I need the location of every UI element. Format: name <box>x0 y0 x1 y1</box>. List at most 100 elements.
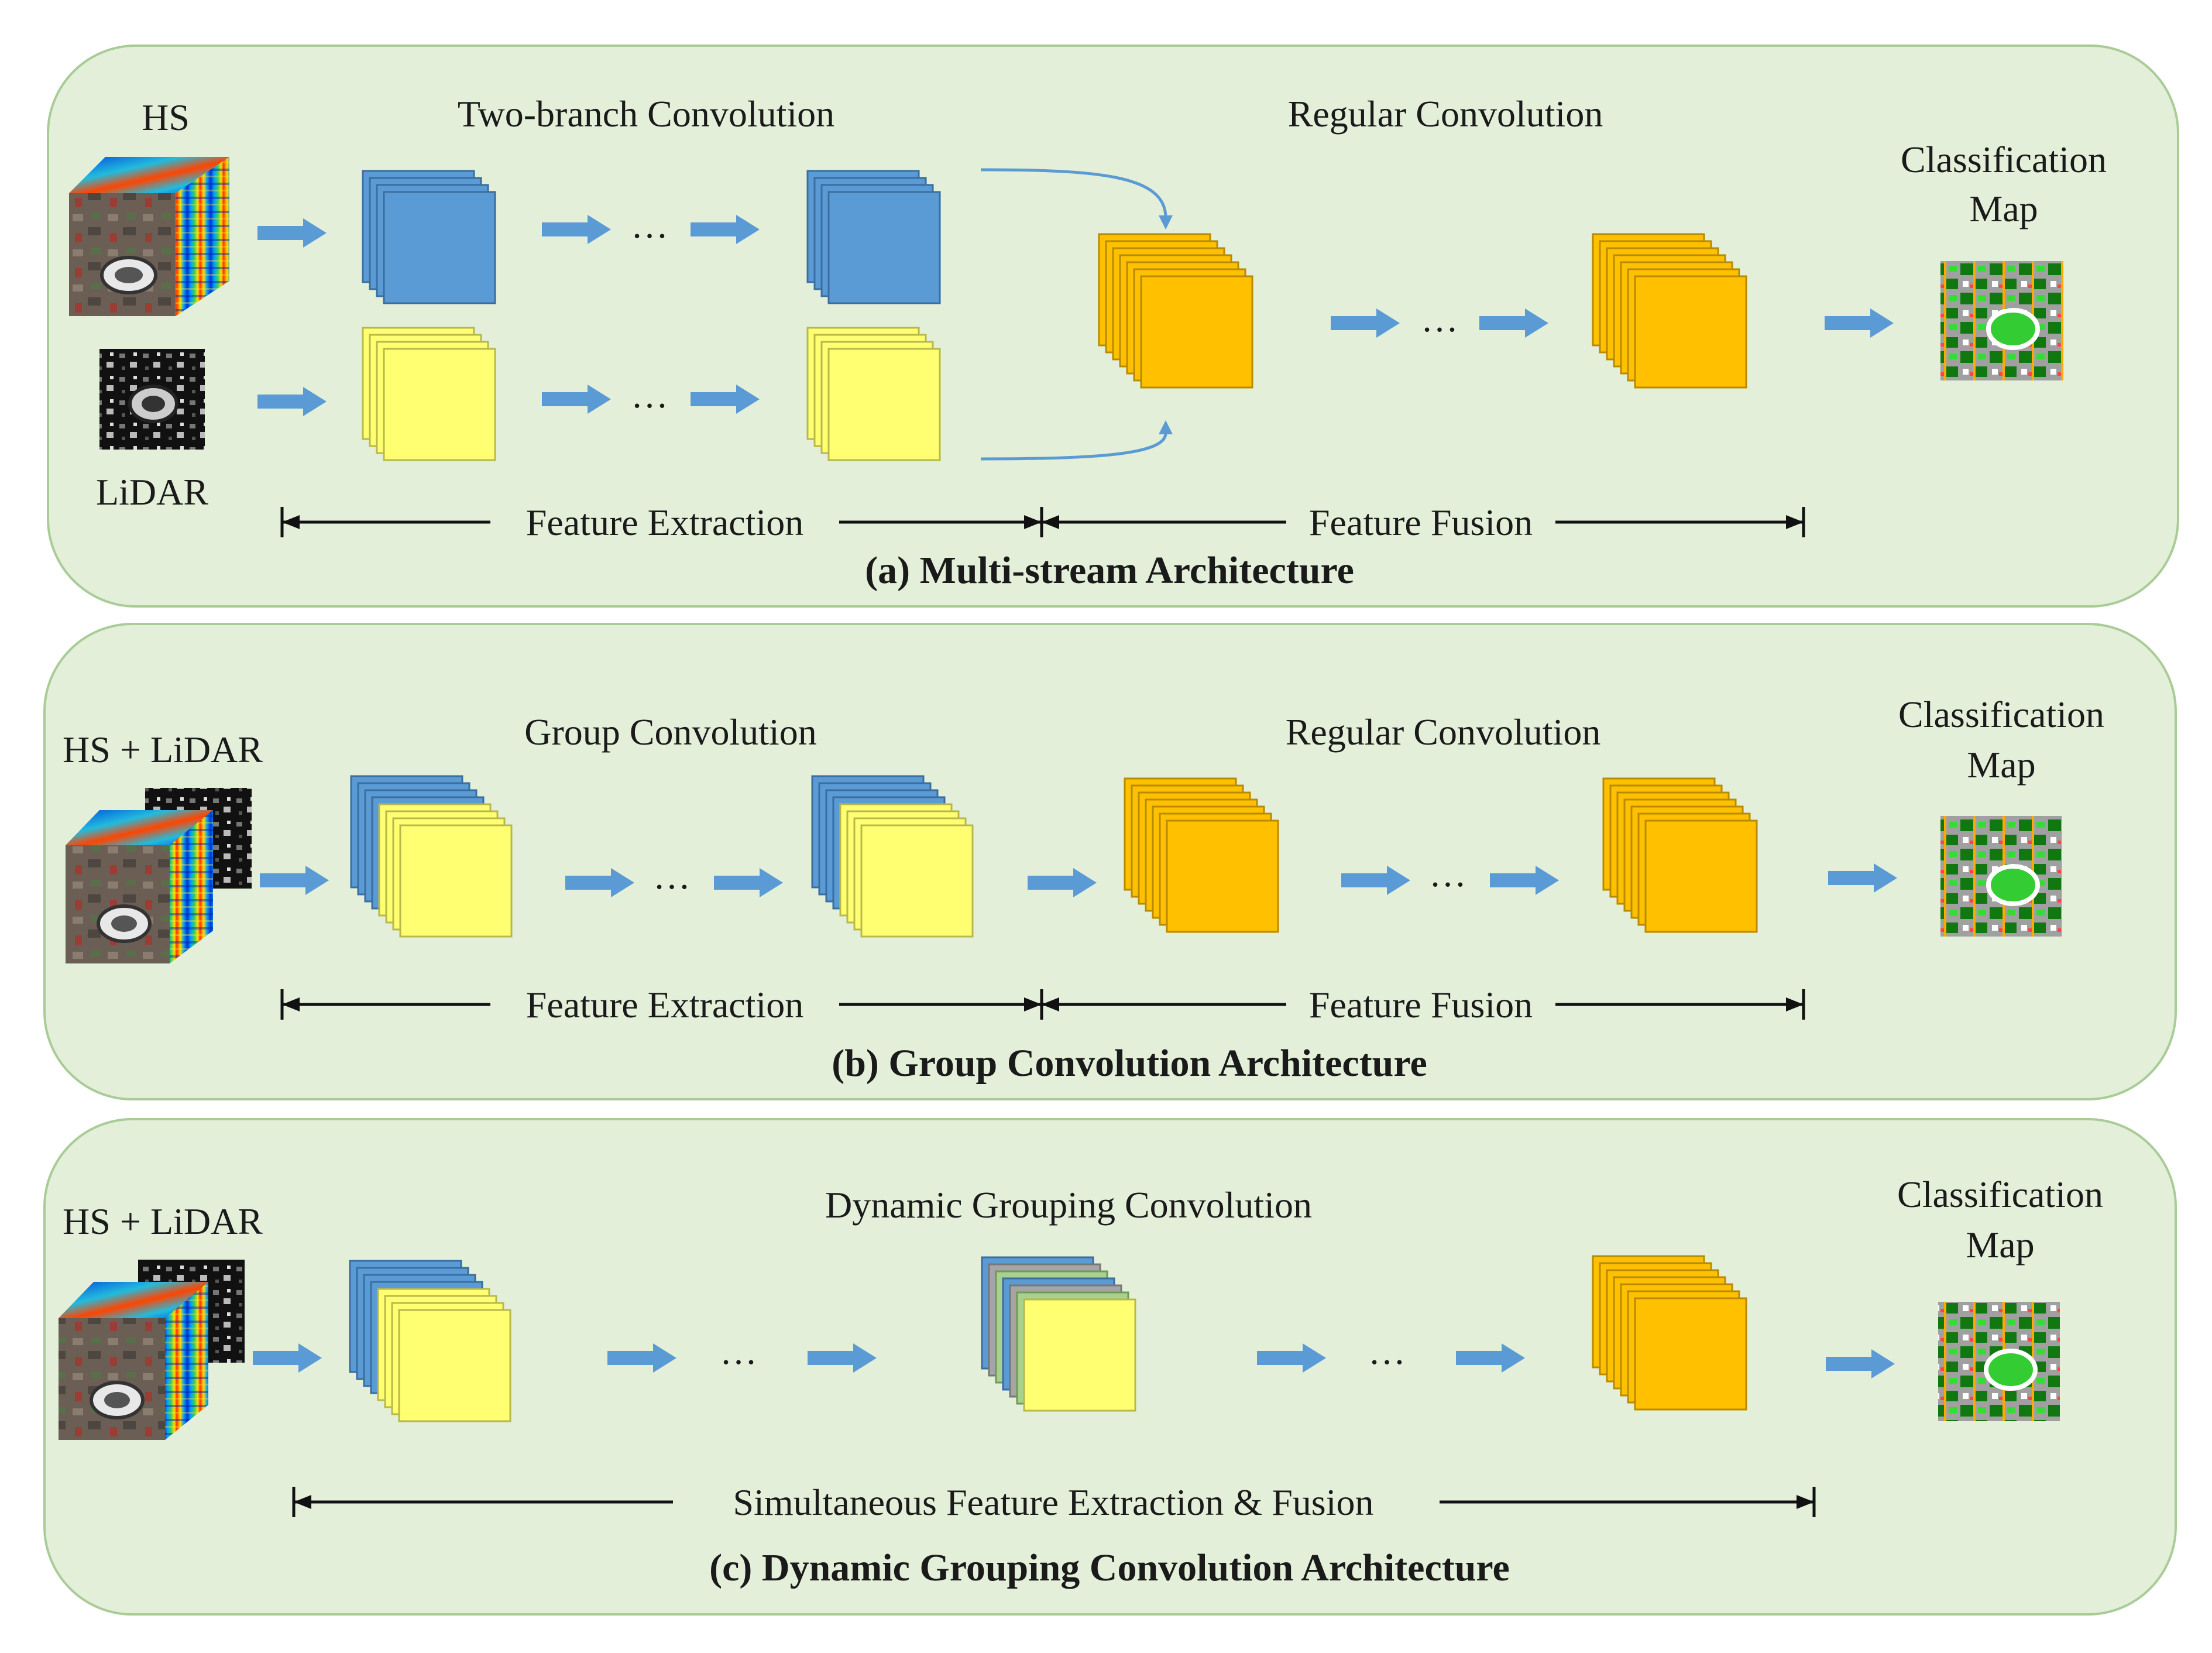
flow-arrow <box>607 1343 676 1373</box>
flow-arrow <box>1341 866 1410 895</box>
arrow-shape <box>714 868 783 897</box>
feature-map-layer <box>1634 275 1747 389</box>
flow-arrow <box>253 1343 322 1373</box>
simultaneous-span <box>292 1487 1816 1517</box>
arrow-shape <box>1456 1343 1525 1373</box>
classification-map-label-line2: Map <box>1967 744 2035 786</box>
flow-arrow <box>257 218 327 248</box>
feature-fusion-span <box>1040 989 1805 1020</box>
flow-arrow <box>691 215 760 244</box>
feature-map-layer <box>383 191 496 304</box>
merge-arrowhead-bottom <box>1159 420 1173 434</box>
classification-map-label-line1: Classification <box>1901 139 2107 180</box>
fused-feature-stack <box>1592 1255 1747 1411</box>
arrow-shape <box>542 215 611 244</box>
arrow-shape <box>1257 1343 1326 1373</box>
hs-feature-stack-2 <box>806 170 941 304</box>
lidar-input-label: LiDAR <box>96 471 208 513</box>
simultaneous-feature-extraction-fusion-label: Simultaneous Feature Extraction & Fusion <box>733 1481 1374 1523</box>
span-arrowhead <box>282 515 300 529</box>
feature-fusion-label: Feature Fusion <box>1309 502 1533 543</box>
classification-map-label-line1: Classification <box>1898 694 2104 735</box>
fused-feature-stack-1 <box>1098 233 1253 389</box>
group-feature-stack-1 <box>349 1260 511 1422</box>
feature-extraction-label: Feature Extraction <box>526 984 803 1026</box>
arrow-shape <box>607 1343 676 1373</box>
hs-cube-icon <box>69 157 229 316</box>
flow-arrow <box>260 866 329 895</box>
flow-arrow <box>542 215 611 244</box>
merge-arrow-top <box>980 168 1167 218</box>
classification-map-label-line2: Map <box>1969 188 2038 229</box>
arrow-shape <box>691 215 760 244</box>
arrow-shape <box>808 1343 877 1373</box>
hs-lidar-cube-icon <box>59 1260 245 1440</box>
flow-arrow <box>542 385 611 414</box>
hs-lidar-input-label: HS + LiDAR <box>63 729 263 770</box>
classification-map-label-line1: Classification <box>1897 1174 2103 1215</box>
hs-input-label: HS <box>142 97 190 138</box>
span-arrowhead <box>1024 515 1042 529</box>
flow-arrow <box>257 387 327 416</box>
ellipsis: … <box>1421 298 1458 339</box>
arrow-shape <box>1490 866 1559 895</box>
feature-fusion-span <box>1040 507 1805 537</box>
classification-map-icon <box>1938 1302 2060 1421</box>
arrow-shape <box>253 1343 322 1373</box>
panel-c-caption: (c) Dynamic Grouping Convolution Archite… <box>709 1546 1510 1589</box>
ellipsis: … <box>653 855 691 897</box>
feature-map-layer <box>1023 1298 1136 1412</box>
panel-b-caption: (b) Group Convolution Architecture <box>832 1042 1427 1085</box>
regular-convolution-title: Regular Convolution <box>1286 711 1601 753</box>
feature-map-layer <box>1644 819 1758 933</box>
arrow-shape <box>542 385 611 414</box>
feature-map-layer <box>1634 1297 1747 1411</box>
arrow-shape <box>1331 308 1400 338</box>
regular-convolution-title: Regular Convolution <box>1288 93 1603 135</box>
hs-feature-stack-1 <box>362 170 496 304</box>
arrow-shape <box>1828 863 1897 893</box>
feature-fusion-label: Feature Fusion <box>1309 984 1533 1026</box>
arrow-shape <box>260 866 329 895</box>
fused-feature-stack-2 <box>1602 777 1758 933</box>
lidar-image-icon <box>99 349 205 450</box>
feature-map-layer <box>860 824 974 938</box>
feature-map-layer <box>827 348 941 461</box>
span-arrowhead <box>1042 515 1059 529</box>
arrow-shape <box>1825 308 1894 338</box>
feature-map-layer <box>1166 819 1279 933</box>
arrow-shape <box>1479 308 1548 338</box>
dynamic-grouping-convolution-title: Dynamic Grouping Convolution <box>825 1184 1312 1226</box>
lidar-feature-stack-1 <box>362 327 496 461</box>
arrow-shape <box>565 868 634 897</box>
flow-arrow <box>1825 308 1894 338</box>
flow-arrow <box>691 385 760 414</box>
panel-b-background <box>43 623 2177 1100</box>
ellipsis: … <box>631 204 668 246</box>
feature-map-layer <box>383 348 496 461</box>
arrow-shape <box>1341 866 1410 895</box>
panel-b: HS + LiDAR Group Convolution Regular Con… <box>43 623 2177 1100</box>
ellipsis: … <box>631 374 668 416</box>
feature-extraction-label: Feature Extraction <box>526 502 803 543</box>
classification-map-icon <box>1940 816 2062 937</box>
ellipsis: … <box>1429 853 1466 894</box>
flow-arrow <box>1028 868 1097 897</box>
span-arrowhead <box>1786 997 1804 1011</box>
group-feature-stack-2 <box>811 775 974 938</box>
hs-lidar-input-label: HS + LiDAR <box>63 1201 263 1242</box>
flow-arrow <box>1826 1349 1895 1378</box>
span-arrowhead <box>294 1495 311 1509</box>
merge-arrow-bottom <box>980 433 1167 461</box>
span-arrowhead <box>1042 997 1059 1011</box>
ellipsis: … <box>720 1330 757 1372</box>
span-arrowhead <box>1786 515 1804 529</box>
lidar-feature-stack-2 <box>806 327 941 461</box>
arrow-shape <box>1028 868 1097 897</box>
arrow-shape <box>1826 1349 1895 1378</box>
span-arrowhead <box>282 997 300 1011</box>
group-feature-stack-1 <box>350 775 513 938</box>
flow-arrow <box>1331 308 1400 338</box>
flow-arrow <box>714 868 783 897</box>
